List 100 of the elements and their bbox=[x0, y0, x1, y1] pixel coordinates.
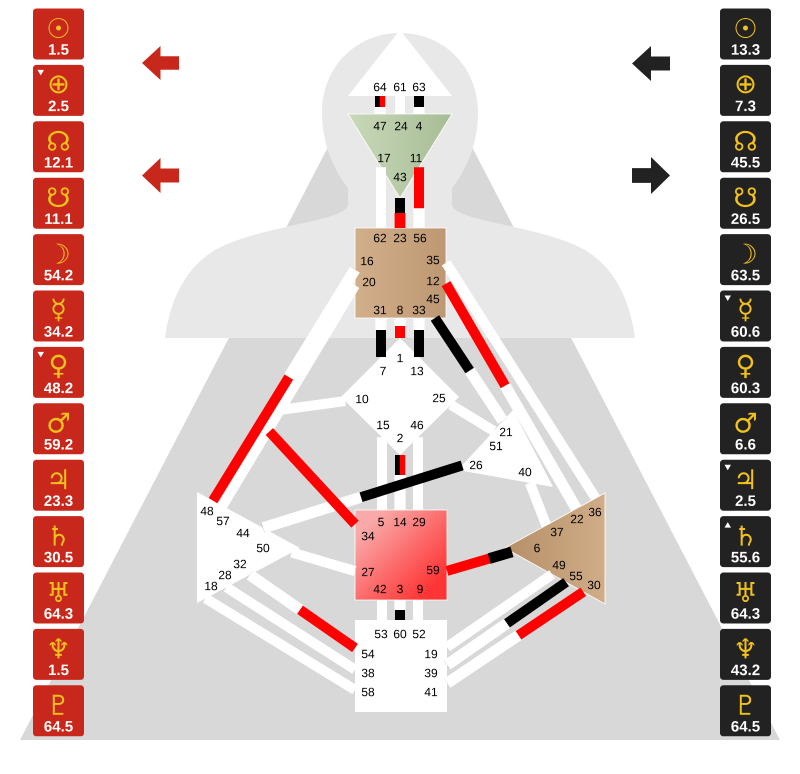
planet-box bbox=[720, 121, 771, 172]
planet-symbol: ☽ bbox=[743, 244, 756, 264]
gate-number: 20 bbox=[362, 278, 376, 286]
planet-symbol: ♃ bbox=[50, 469, 66, 490]
planet-symbol: ♅ bbox=[50, 582, 68, 602]
gate-number: 5 bbox=[378, 518, 384, 526]
gate-number: 3 bbox=[397, 584, 403, 594]
gate-number: 35 bbox=[426, 256, 440, 264]
planet-symbol: ♅ bbox=[736, 582, 754, 602]
planet-symbol: ☋ bbox=[735, 187, 756, 208]
planet-symbol: ♄ bbox=[52, 526, 65, 546]
gate-number: 53 bbox=[374, 630, 388, 638]
planet-box bbox=[33, 234, 84, 286]
planet-box bbox=[720, 346, 771, 398]
channel-band bbox=[376, 167, 386, 228]
channel-band bbox=[413, 437, 423, 510]
planet-box bbox=[33, 572, 84, 624]
gate-number: 58 bbox=[362, 688, 374, 696]
planet-box bbox=[33, 460, 84, 511]
gate-number: 22 bbox=[570, 514, 584, 524]
planet-box bbox=[33, 121, 84, 172]
gate-number: 11 bbox=[410, 154, 422, 162]
planet-symbol: ⊕ bbox=[736, 75, 754, 94]
activation-number: 2.5 bbox=[736, 495, 756, 506]
planet-symbol: ♀ bbox=[50, 354, 66, 378]
activation-number: 30.5 bbox=[44, 552, 73, 562]
planet-symbol: ☋ bbox=[48, 187, 69, 208]
gate-number: 15 bbox=[377, 420, 390, 430]
gate-number: 28 bbox=[218, 570, 232, 580]
planet-box bbox=[720, 516, 771, 568]
channel-band bbox=[413, 600, 423, 620]
channel-band bbox=[444, 570, 556, 652]
planet-box bbox=[720, 290, 771, 342]
channel-band bbox=[246, 570, 358, 653]
channel-band bbox=[264, 407, 284, 433]
gate-number: 59 bbox=[426, 566, 440, 574]
activation-number: 26.5 bbox=[731, 213, 760, 224]
gate-number: 1 bbox=[398, 354, 403, 362]
channel-band bbox=[394, 455, 406, 510]
planet-box bbox=[33, 290, 84, 342]
activation-number: 59.2 bbox=[44, 438, 73, 450]
channel-band bbox=[445, 546, 514, 576]
gate-number: 43 bbox=[394, 172, 406, 182]
gate-number: 44 bbox=[236, 528, 250, 538]
gate-number: 40 bbox=[518, 468, 532, 476]
gate-number: 19 bbox=[425, 650, 438, 658]
gate-number: 14 bbox=[394, 518, 406, 526]
planet-box bbox=[33, 8, 84, 60]
activation-number: 11.1 bbox=[45, 214, 72, 224]
activation-number: 13.3 bbox=[732, 44, 760, 55]
planet-symbol: ♄ bbox=[739, 526, 752, 546]
activation-number: 2.5 bbox=[48, 100, 69, 112]
activation-number: 60.3 bbox=[731, 382, 760, 394]
planet-symbol: ☉ bbox=[736, 18, 756, 38]
channel-band bbox=[208, 266, 360, 504]
channel-band bbox=[290, 548, 356, 576]
center-square bbox=[354, 510, 448, 600]
center-diamond bbox=[341, 338, 459, 455]
gate-number: 17 bbox=[378, 154, 390, 162]
center-triangle bbox=[197, 492, 300, 603]
planet-symbol: ☿ bbox=[52, 298, 65, 322]
gate-number: 51 bbox=[490, 442, 502, 450]
gate-number: 33 bbox=[412, 306, 426, 314]
planet-symbol: ☽ bbox=[56, 244, 68, 264]
activation-number: 63.5 bbox=[731, 270, 760, 280]
planet-symbol: ♇ bbox=[52, 694, 64, 715]
planet-box bbox=[720, 234, 771, 286]
channel-band bbox=[413, 96, 425, 114]
gate-number: 57 bbox=[216, 516, 230, 526]
gate-number: 42 bbox=[374, 584, 386, 594]
activation-number: 23.3 bbox=[44, 495, 73, 506]
channel-band bbox=[394, 198, 406, 228]
gate-number: 39 bbox=[424, 668, 438, 678]
gate-number: 8 bbox=[397, 306, 403, 314]
planet-symbol: ⊕ bbox=[50, 75, 68, 94]
channel-band bbox=[281, 396, 346, 415]
gate-number: 56 bbox=[414, 234, 426, 242]
center-square bbox=[354, 228, 446, 318]
gate-number: 4 bbox=[416, 122, 422, 130]
gate-number: 62 bbox=[374, 234, 386, 242]
planet-box bbox=[33, 516, 84, 568]
planet-symbol: ♆ bbox=[50, 638, 68, 658]
gate-number: 36 bbox=[588, 508, 602, 516]
channel-band bbox=[375, 318, 387, 357]
planet-symbol: ♆ bbox=[736, 638, 754, 658]
gate-number: 34 bbox=[362, 532, 374, 540]
gate-number: 50 bbox=[256, 544, 270, 552]
gate-number: 38 bbox=[362, 668, 374, 678]
gate-number: 47 bbox=[374, 122, 386, 130]
planet-symbol: ☊ bbox=[735, 130, 756, 151]
activation-number: 48.2 bbox=[44, 382, 73, 394]
gate-number: 27 bbox=[362, 568, 374, 576]
channel-band bbox=[444, 587, 586, 688]
planet-box bbox=[33, 346, 84, 398]
channel-band bbox=[413, 167, 425, 228]
activation-number: 1.5 bbox=[48, 664, 69, 676]
channel-band bbox=[413, 318, 425, 357]
channel-band bbox=[448, 400, 496, 436]
channel-band bbox=[218, 427, 272, 508]
gate-number: 23 bbox=[394, 234, 406, 242]
